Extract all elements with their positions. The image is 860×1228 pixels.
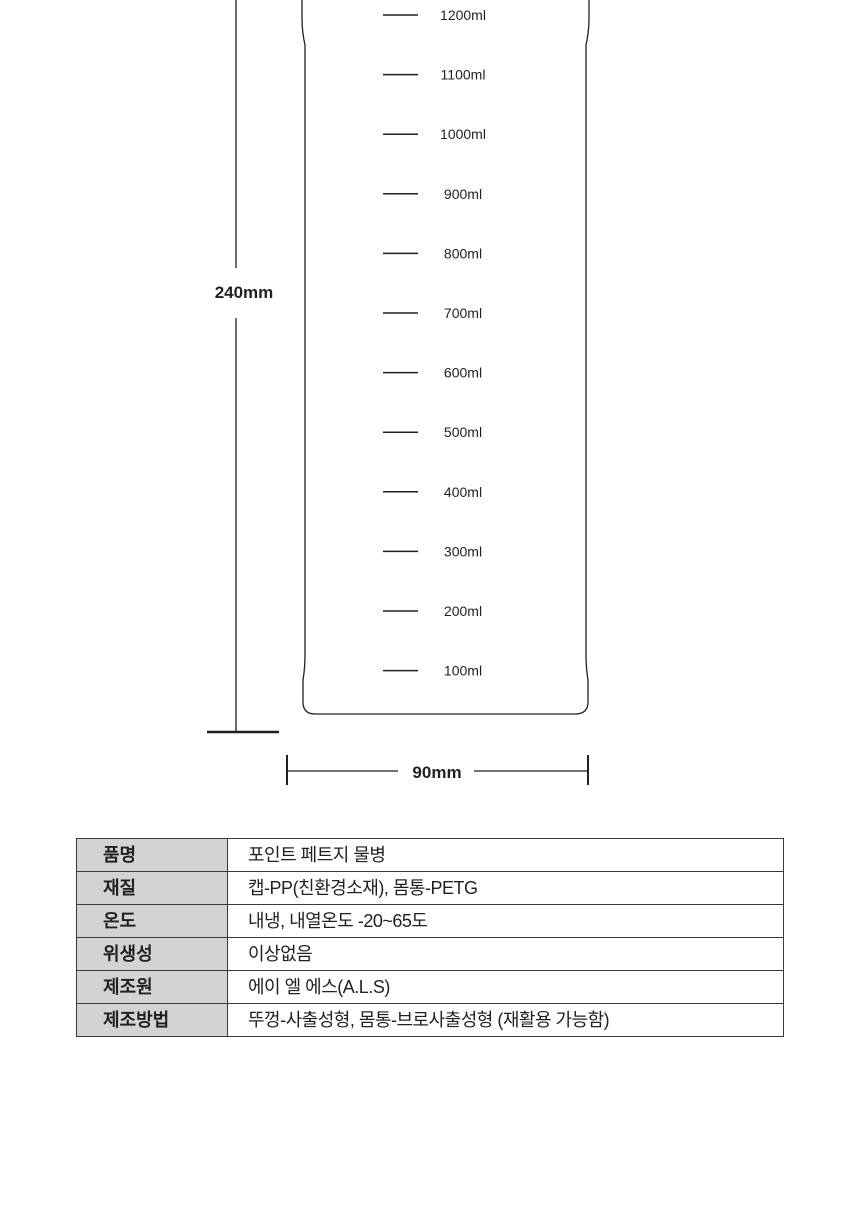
spec-label: 온도 xyxy=(76,904,228,938)
spec-label: 위생성 xyxy=(76,937,228,971)
spec-label: 제조원 xyxy=(76,970,228,1004)
graduation-label: 300ml xyxy=(444,543,482,559)
spec-label: 재질 xyxy=(76,871,228,905)
graduation-label: 700ml xyxy=(444,305,482,321)
bottle-outline xyxy=(301,0,590,715)
graduation-label: 900ml xyxy=(444,186,482,202)
graduation-marks: 1200ml 1100ml 1000ml 900ml 800ml 700ml 600ml 50… xyxy=(383,7,486,679)
graduation-label: 800ml xyxy=(444,245,482,261)
graduation-label: 200ml xyxy=(444,603,482,619)
bottle-dimension-diagram: 240mm 90mm 1200ml 1100ml 1000ml 900ml 800ml 7… xyxy=(207,0,590,785)
spec-value: 포인트 페트지 물병 xyxy=(227,838,784,872)
height-dimension-label: 240mm xyxy=(215,283,274,302)
graduation-label: 1200ml xyxy=(440,7,486,23)
spec-value: 캡-PP(친환경소재), 몸통-PETG xyxy=(227,871,784,905)
spec-value: 내냉, 내열온도 -20~65도 xyxy=(227,904,784,938)
width-dimension-label: 90mm xyxy=(412,763,461,782)
graduation-label: 400ml xyxy=(444,484,482,500)
graduation-label: 1000ml xyxy=(440,126,486,142)
graduation-label: 1100ml xyxy=(441,67,486,83)
spec-value: 뚜껑-사출성형, 몸통-브로사출성형 (재활용 가능함) xyxy=(227,1003,784,1037)
spec-label: 제조방법 xyxy=(76,1003,228,1037)
graduation-label: 100ml xyxy=(444,663,482,679)
spec-value: 에이 엘 에스(A.L.S) xyxy=(227,970,784,1004)
spec-value: 이상없음 xyxy=(227,937,784,971)
graduation-label: 500ml xyxy=(444,424,482,440)
spec-label: 품명 xyxy=(76,838,228,872)
graduation-label: 600ml xyxy=(444,365,482,381)
